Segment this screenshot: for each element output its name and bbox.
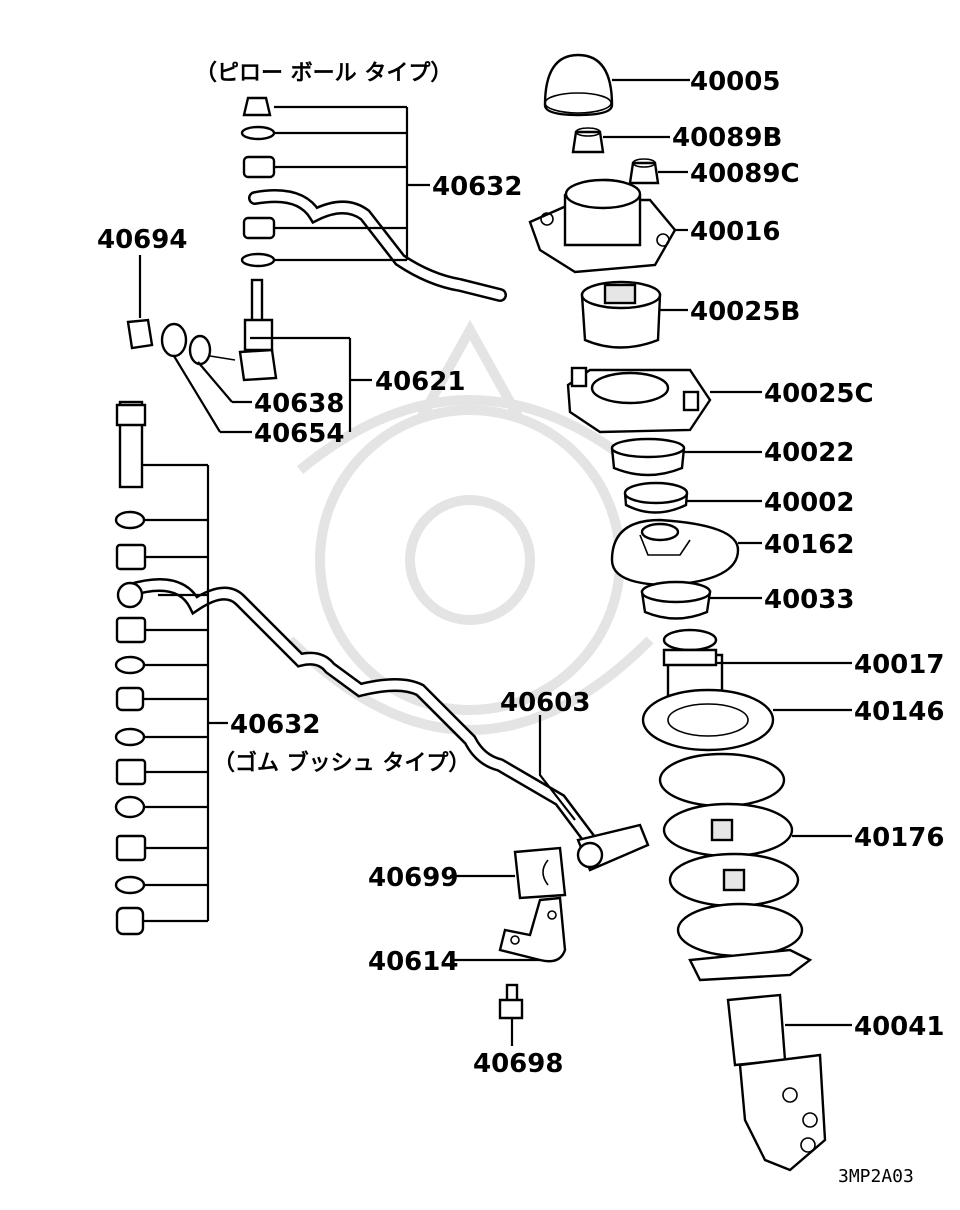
- part-40632-bottom-stack: [114, 400, 147, 936]
- part-40025b-bushing: [580, 280, 662, 349]
- label-40022: 40022: [764, 438, 854, 468]
- rubber-bushing-type-heading: （ゴム ブッシュ タイプ）: [213, 750, 470, 776]
- label-40146: 40146: [854, 697, 944, 727]
- label-40041: 40041: [854, 1012, 944, 1042]
- label-40002: 40002: [764, 488, 854, 518]
- stabilizer-bar-upper-fragment: [248, 189, 507, 302]
- label-40632-bottom: 40632: [230, 710, 320, 740]
- label-40025c: 40025C: [764, 379, 874, 409]
- part-40603-stabilizer-bar: [116, 578, 650, 872]
- diagram-id: 3MP2A03: [838, 1166, 914, 1187]
- part-40638-washer: [188, 334, 236, 366]
- label-40162: 40162: [764, 530, 854, 560]
- part-40614-bracket: [498, 896, 567, 963]
- part-40632-top-stack: [238, 96, 278, 382]
- part-40694-nut: [126, 318, 154, 350]
- pillow-ball-type-heading: （ピロー ボール タイプ）: [195, 61, 452, 86]
- bottom-stack-leader-lines: [142, 463, 228, 923]
- part-40033-bump-rubber: [640, 580, 712, 620]
- label-40603: 40603: [500, 688, 590, 718]
- label-40016: 40016: [690, 217, 780, 247]
- label-40694: 40694: [97, 225, 187, 255]
- label-40025b: 40025B: [690, 297, 800, 327]
- label-40089c: 40089C: [690, 159, 800, 189]
- label-40005: 40005: [690, 67, 780, 97]
- part-40041-strut-body: [688, 948, 827, 1172]
- part-number-labels: 40005 40089B 40089C 40016 40025B 40025C …: [97, 67, 944, 1079]
- label-40632-top: 40632: [432, 172, 522, 202]
- label-40614: 40614: [368, 947, 458, 977]
- lower-leader-lines: [450, 715, 576, 1046]
- label-40699: 40699: [368, 863, 458, 893]
- part-40654-bushing: [160, 322, 188, 358]
- label-40089b: 40089B: [672, 123, 782, 153]
- label-40638: 40638: [254, 389, 344, 419]
- left-leader-lines: [138, 255, 372, 434]
- label-40017: 40017: [854, 650, 944, 680]
- part-40176-coil-spring: [658, 752, 804, 958]
- part-40089b-nut: [571, 127, 605, 154]
- label-40176: 40176: [854, 823, 944, 853]
- part-40699-bushing: [513, 846, 567, 900]
- part-40698-bolt: [498, 983, 524, 1020]
- part-40005-dust-cap: [543, 53, 614, 117]
- right-leader-lines: [603, 78, 852, 1027]
- label-40654: 40654: [254, 419, 344, 449]
- part-40022-ring: [610, 437, 686, 477]
- label-40033: 40033: [764, 585, 854, 615]
- part-40016-upper-mount: [528, 178, 677, 274]
- part-40146-upper-seat: [641, 688, 775, 752]
- label-40698: 40698: [473, 1049, 563, 1079]
- part-40089c-nut: [628, 158, 660, 185]
- top-stack-leader-lines: [274, 105, 430, 262]
- part-40162-spring-seat: [610, 518, 740, 587]
- part-40025c-mount-plate: [566, 366, 712, 434]
- part-40002-bearing: [623, 481, 689, 514]
- label-40621: 40621: [375, 367, 465, 397]
